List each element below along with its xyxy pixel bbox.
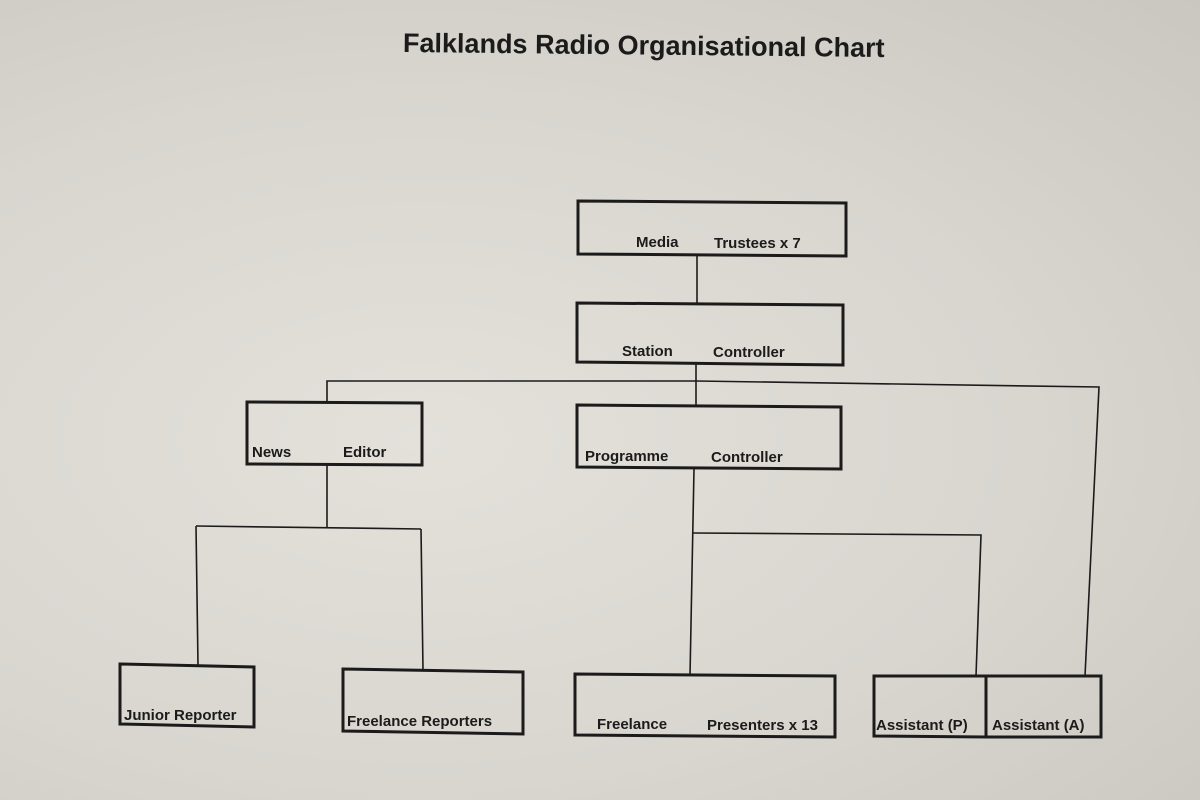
node-trustees: Media Trustees x 7 — [576, 199, 848, 258]
node-freelance-presenters: Freelance Presenters x 13 — [573, 672, 837, 739]
node-assistant-p: Assistant (P) — [872, 674, 988, 739]
connector-to-freelance-reporters — [420, 528, 424, 671]
connector-bus-assistant-a — [695, 380, 1100, 677]
box-assistant-a — [984, 674, 1103, 739]
connector-to-freelance-presenters — [689, 468, 695, 677]
label-presenters-word2: Presenters x 13 — [707, 717, 818, 734]
node-assistant-a: Assistant (A) — [984, 674, 1103, 739]
connector-news-reporters-bus — [195, 525, 422, 530]
node-programme-controller: Programme Controller — [575, 403, 843, 471]
label-trustees-word2: Trustees x 7 — [714, 235, 801, 252]
connectors — [195, 256, 1100, 677]
box-freelance-reporters — [341, 667, 525, 736]
node-junior-reporter: Junior Reporter — [118, 662, 256, 729]
label-trustees-word1: Media — [636, 234, 679, 251]
box-junior-reporter — [118, 662, 256, 729]
connector-to-assistant-p — [692, 532, 982, 677]
connector-to-junior-reporter — [195, 525, 199, 666]
label-programme-word1: Programme — [585, 448, 668, 465]
label-programme-word2: Controller — [711, 449, 783, 466]
label-presenters-word1: Freelance — [597, 716, 667, 733]
label-assistant-a: Assistant (A) — [992, 717, 1085, 734]
label-station-word2: Controller — [713, 344, 785, 361]
label-junior-reporter: Junior Reporter — [124, 707, 237, 724]
box-programme-controller — [575, 403, 843, 471]
box-trustees — [576, 199, 848, 258]
node-station-controller: Station Controller — [575, 301, 845, 367]
box-freelance-presenters — [573, 672, 837, 739]
label-station-word1: Station — [622, 343, 673, 360]
node-news-editor: News Editor — [245, 400, 424, 467]
label-news-word1: News — [252, 444, 291, 461]
label-freelance-reporters: Freelance Reporters — [347, 713, 492, 730]
label-news-word2: Editor — [343, 444, 386, 461]
box-station-controller — [575, 301, 845, 367]
node-freelance-reporters: Freelance Reporters — [341, 667, 525, 736]
box-news-editor — [245, 400, 424, 467]
connector-bus-news-editor — [326, 380, 696, 403]
label-assistant-p: Assistant (P) — [876, 717, 968, 734]
